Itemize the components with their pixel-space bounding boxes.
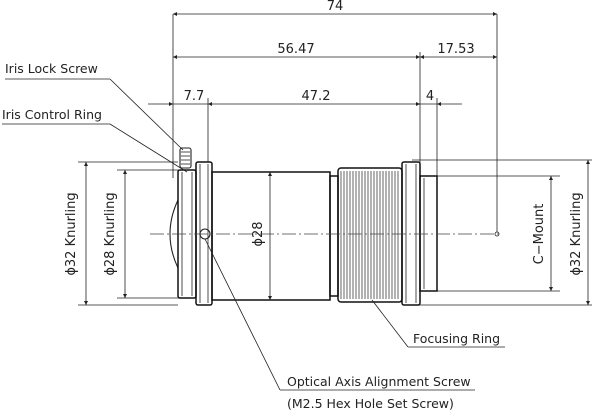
dim-barrel-diameter-label: ϕ28 — [251, 221, 266, 246]
dim-front-to-mount-label: 56.47 — [277, 42, 314, 57]
dim-flange-back-label: 17.53 — [437, 42, 474, 57]
extension-lines — [78, 14, 592, 306]
dim-knurl-small-label: ϕ28 Knurling — [103, 192, 118, 275]
dim-mount-thread-label: 4 — [426, 89, 434, 104]
callout-iris-lock-screw: Iris Lock Screw — [5, 61, 184, 151]
focusing-ring-knurl — [340, 171, 399, 299]
callout-optical-axis-screw-line1: Optical Axis Alignment Screw — [287, 374, 471, 389]
iris-lock-screw — [179, 147, 192, 169]
dim-front-to-mount: 56.47 — [173, 42, 420, 59]
callout-optical-axis-screw-line2: (M2.5 Hex Hole Set Screw) — [287, 396, 454, 411]
callout-optical-axis-screw: Optical Axis Alignment Screw (M2.5 Hex H… — [204, 238, 475, 411]
callout-iris-lock-screw-label: Iris Lock Screw — [5, 61, 98, 76]
dim-knurl-large-right: ϕ32 Knurling — [569, 160, 590, 305]
callout-iris-control-ring: Iris Control Ring — [2, 107, 188, 173]
dim-knurl-large-left: ϕ32 Knurling — [64, 162, 88, 305]
dim-overall-label: 74 — [327, 0, 344, 14]
dim-ring-width-label: 7.7 — [184, 89, 205, 104]
callout-focusing-ring: Focusing Ring — [371, 299, 505, 348]
dim-knurl-small: ϕ28 Knurling — [103, 170, 127, 298]
dim-overall: 74 — [173, 0, 497, 16]
dim-ring-width: 7.7 — [148, 89, 208, 106]
callout-focusing-ring-label: Focusing Ring — [413, 331, 500, 346]
callout-iris-control-ring-label: Iris Control Ring — [2, 107, 102, 122]
dim-barrel-length-label: 47.2 — [302, 89, 331, 104]
dim-flange-back: 17.53 — [420, 42, 497, 59]
dim-knurl-large-right-label: ϕ32 Knurling — [569, 192, 584, 275]
dim-c-mount: C−Mount — [532, 176, 553, 291]
focal-point-mark — [494, 231, 500, 237]
dim-mount-thread: 4 — [420, 89, 462, 106]
dim-c-mount-label: C−Mount — [532, 204, 547, 265]
dim-barrel-length: 47.2 — [208, 89, 420, 106]
dim-barrel-diameter: ϕ28 — [251, 172, 272, 300]
dim-knurl-large-left-label: ϕ32 Knurling — [64, 192, 79, 275]
